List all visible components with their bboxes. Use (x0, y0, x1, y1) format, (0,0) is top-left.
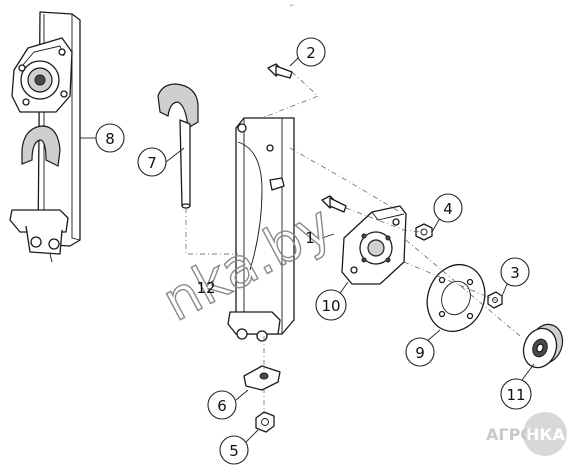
callout-6: 6 (207, 390, 237, 420)
part-9-washer (426, 263, 486, 333)
brand-logo-part2: НКА (526, 425, 565, 444)
callout-6-label: 6 (217, 397, 227, 415)
part-1-bolt (321, 195, 347, 213)
callout-9: 9 (405, 337, 435, 367)
part-2-bolt (267, 63, 293, 79)
callout-12-label: 12 (196, 279, 215, 297)
callout-12: 12 (196, 279, 215, 297)
callout-10: 10 (315, 289, 347, 321)
callout-10-label: 10 (321, 297, 340, 315)
callout-4: 4 (433, 193, 463, 223)
callout-7-label: 7 (147, 154, 157, 172)
top-mark: ᵖˢ (290, 4, 294, 10)
brand-logo-part1: АГРО (486, 425, 534, 444)
callout-5: 5 (219, 435, 249, 465)
part-7-hook-rod (157, 83, 199, 209)
assembly-lines (185, 71, 521, 414)
callout-9-label: 9 (415, 344, 425, 362)
part-10-flange-plate (341, 205, 407, 285)
callout-7: 7 (137, 147, 167, 177)
callout-5-label: 5 (229, 442, 239, 460)
part-12-channel (227, 117, 295, 342)
callout-2-label: 2 (306, 44, 316, 62)
part-6-bracket (243, 365, 281, 391)
brand-logo-circle (523, 412, 567, 456)
part-5-nut (255, 411, 275, 433)
assembly-8 (9, 11, 81, 263)
brand-logo: АГРО НКА (486, 412, 567, 456)
part-11-bearing (522, 323, 564, 369)
callout-3: 3 (500, 257, 530, 287)
callout-1: 1 (305, 229, 315, 247)
callout-11: 11 (500, 378, 532, 410)
callout-4-label: 4 (443, 200, 453, 218)
callout-8-label: 8 (105, 130, 115, 148)
leader-lines (80, 57, 535, 443)
callout-3-label: 3 (510, 264, 520, 282)
callout-1-label: 1 (305, 229, 315, 247)
callout-8: 8 (95, 123, 125, 153)
callout-11-label: 11 (506, 386, 525, 404)
callout-2: 2 (296, 37, 326, 67)
part-4-nut (415, 223, 433, 241)
